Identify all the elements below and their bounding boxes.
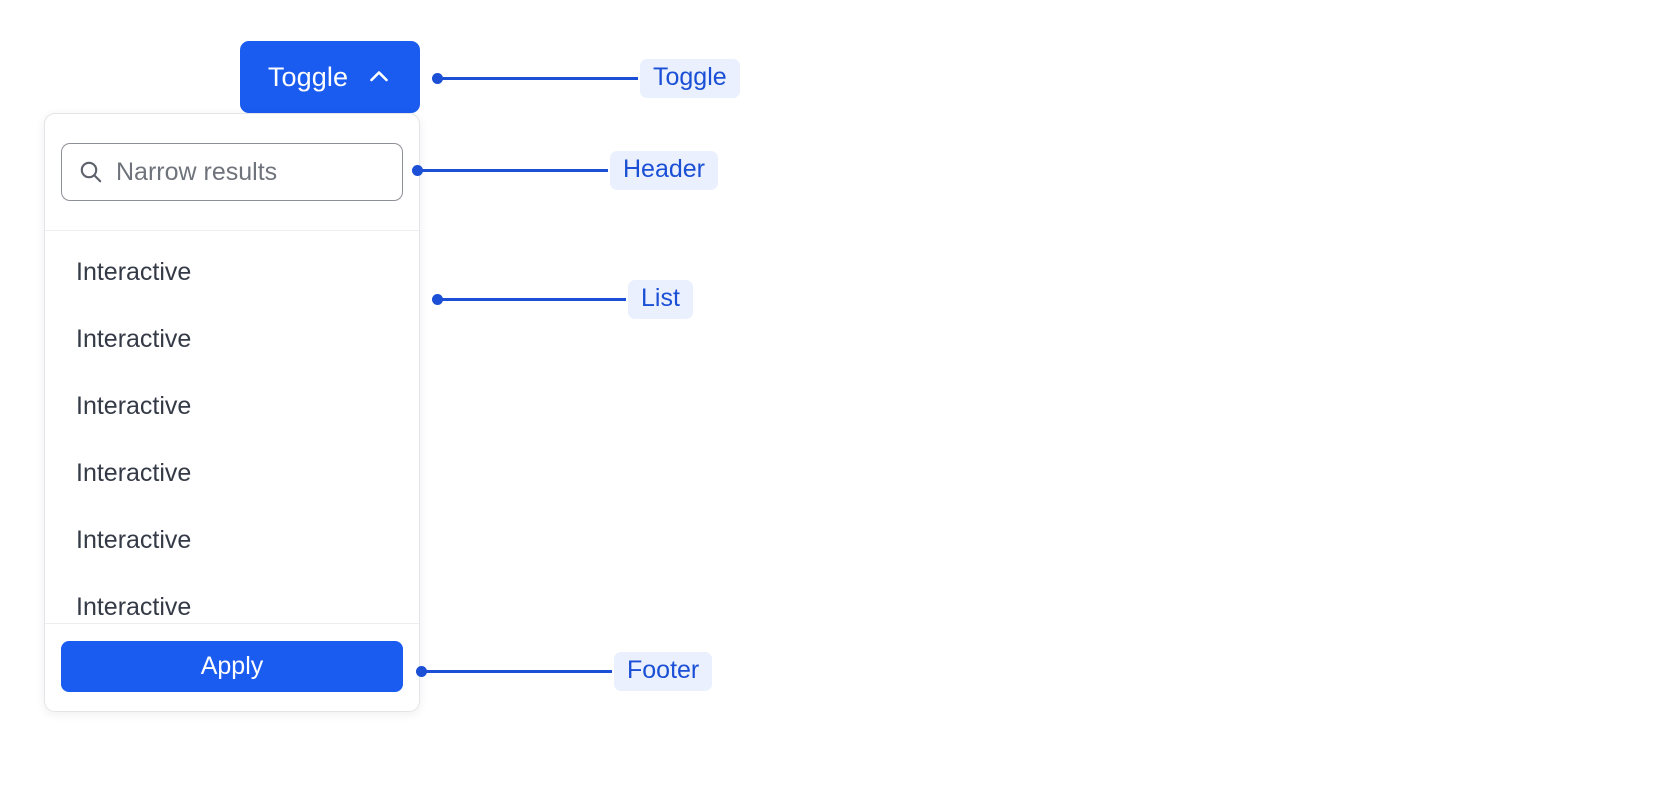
list-item[interactable]: Interactive	[45, 373, 419, 440]
annotation-line	[426, 669, 612, 673]
search-field[interactable]	[61, 143, 403, 201]
annotation-footer: Footer	[416, 651, 713, 691]
annotation-label: List	[628, 279, 693, 319]
list-item-label: Interactive	[76, 459, 192, 487]
search-icon	[78, 159, 104, 185]
toggle-button[interactable]: Toggle	[240, 41, 420, 113]
annotation-dot-icon	[412, 164, 423, 176]
dropdown-panel: Interactive Interactive Interactive Inte…	[44, 113, 420, 712]
apply-button[interactable]: Apply	[61, 641, 403, 692]
list-item-label: Interactive	[76, 258, 192, 286]
toggle-button-label: Toggle	[267, 61, 349, 92]
annotation-line	[442, 76, 638, 80]
dropdown-footer: Apply	[45, 623, 419, 711]
annotation-label: Header	[610, 150, 718, 190]
list-item[interactable]: Interactive	[45, 239, 419, 306]
annotation-label: Footer	[614, 651, 713, 691]
annotation-label: Toggle	[640, 58, 740, 98]
list-item[interactable]: Interactive	[45, 306, 419, 373]
search-input[interactable]	[116, 157, 386, 187]
dropdown-header	[45, 114, 419, 231]
list-item-label: Interactive	[76, 325, 192, 353]
annotation-line	[422, 168, 608, 172]
annotation-dot-icon	[432, 72, 443, 84]
annotation-toggle: Toggle	[432, 58, 740, 98]
annotation-dot-icon	[432, 293, 443, 305]
annotation-dot-icon	[416, 665, 427, 677]
list-item-label: Interactive	[76, 593, 192, 621]
annotation-header: Header	[412, 150, 718, 190]
chevron-up-icon	[366, 64, 392, 90]
annotation-list: List	[432, 279, 693, 319]
list-item-label: Interactive	[76, 392, 192, 420]
list-item[interactable]: Interactive	[45, 440, 419, 507]
list-item-label: Interactive	[76, 526, 192, 554]
list-item[interactable]: Interactive	[45, 507, 419, 574]
list-item[interactable]: Interactive	[45, 574, 419, 623]
annotation-line	[442, 297, 626, 301]
dropdown-list: Interactive Interactive Interactive Inte…	[45, 231, 419, 623]
